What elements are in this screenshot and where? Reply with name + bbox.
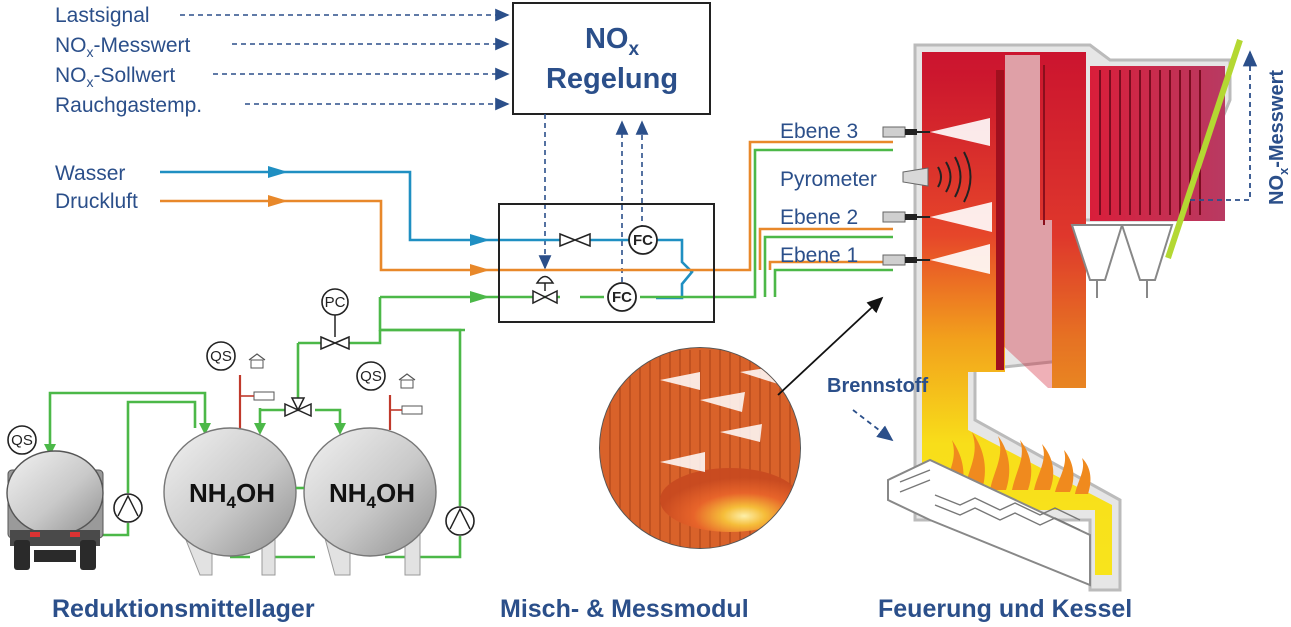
nh4oh-tank-2: NH4OH <box>303 427 437 576</box>
qs-instrument-tank2: QS <box>356 361 423 430</box>
air-line <box>160 140 893 272</box>
input-rauchgastemp-label: Rauchgastemp. <box>55 94 202 117</box>
air-flow-arrow <box>268 195 288 207</box>
zoom-detail-view <box>599 347 801 549</box>
pc-instrument-label: PC <box>325 294 346 311</box>
lance-ebene3 <box>882 118 990 146</box>
feed-druckluft-label: Druckluft <box>55 190 138 213</box>
water-flow-arrow <box>268 166 288 178</box>
nh4oh-tank-1: NH4OH <box>163 427 297 576</box>
truck-tank <box>6 450 104 536</box>
pump-storage-icon <box>445 506 475 536</box>
mixing-module-box <box>498 203 715 323</box>
input-lastsignal-label: Lastsignal <box>55 4 150 27</box>
nox-measure-arrow <box>1190 50 1258 201</box>
ebene3-label: Ebene 3 <box>780 120 858 143</box>
section-title-mixing: Misch- & Messmodul <box>500 595 749 623</box>
qs-instrument-tank1: QS <box>206 341 275 430</box>
pc-valve: PC <box>320 288 350 351</box>
fc-reagent-instrument: FC <box>607 282 637 312</box>
boiler <box>882 39 1243 592</box>
lance-ebene1 <box>882 244 990 274</box>
three-way-valve-icon <box>284 397 312 418</box>
tanker-truck <box>6 450 104 570</box>
svg-text:QS: QS <box>11 432 33 449</box>
controller-box <box>512 2 711 115</box>
lance-ebene2 <box>882 202 992 232</box>
nox-controller: NOx Regelung <box>512 2 711 115</box>
svg-text:QS: QS <box>360 368 382 385</box>
feed-wasser-label: Wasser <box>55 162 125 185</box>
nox-probe <box>1165 39 1243 259</box>
pyrometer-device <box>902 151 972 203</box>
input-nox-sollwert-label: NOx-Sollwert <box>55 64 175 90</box>
tank1-label: NH4OH <box>189 478 275 512</box>
brennstoff-arrow <box>852 409 894 442</box>
section-title-boiler: Feuerung und Kessel <box>878 595 1132 623</box>
pyrometer-label: Pyrometer <box>780 168 877 191</box>
controller-subtitle: Regelung <box>546 63 678 95</box>
control-valve-icon <box>532 289 558 305</box>
qs-instrument-truck: QS <box>7 425 37 455</box>
mixing-module: FC FC <box>498 203 715 323</box>
svg-text:FC: FC <box>633 232 653 249</box>
ebene1-label: Ebene 1 <box>780 244 858 267</box>
water-valve-icon <box>559 232 591 248</box>
pump-truck-icon <box>113 493 143 523</box>
section-title-storage: Reduktionsmittellager <box>52 595 315 623</box>
controller-title: NOx <box>585 23 640 60</box>
nox-measure-label: NOx-Messwert <box>1266 70 1291 205</box>
ebene2-label: Ebene 2 <box>780 206 858 229</box>
input-signals: Lastsignal NOx-Messwert NOx-Sollwert Rau… <box>55 4 510 117</box>
pc-valve-icon <box>320 335 350 351</box>
brennstoff-label: Brennstoff <box>827 375 928 397</box>
control-signal-lines <box>538 114 649 282</box>
tank2-label: NH4OH <box>329 478 415 512</box>
input-nox-messwert-label: NOx-Messwert <box>55 34 191 60</box>
grate <box>887 458 1091 587</box>
flames <box>945 432 1091 494</box>
fc-water-instrument: FC <box>628 225 658 255</box>
svg-text:FC: FC <box>612 289 632 306</box>
zoom-pointer-arrow <box>777 296 884 396</box>
svg-text:QS: QS <box>210 348 232 365</box>
